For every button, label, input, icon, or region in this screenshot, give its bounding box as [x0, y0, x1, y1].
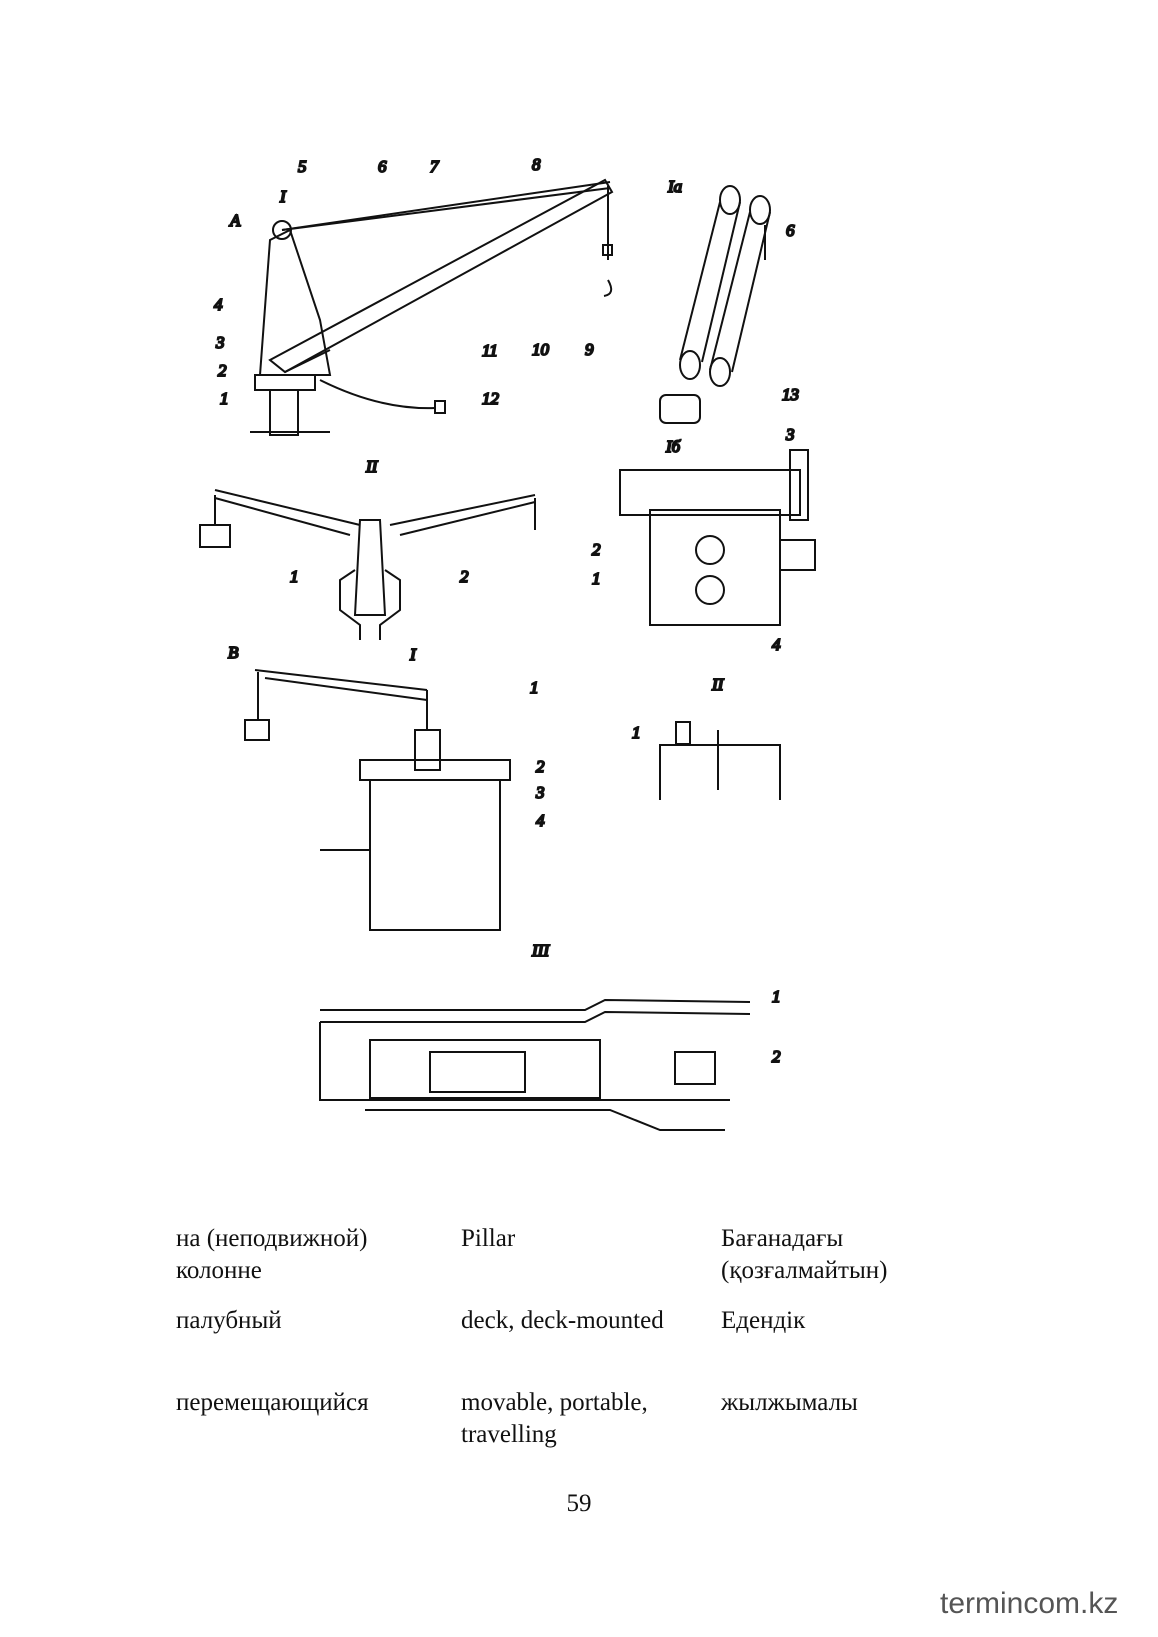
label-roman-I: I [279, 187, 287, 206]
label-9: 9 [585, 340, 594, 359]
label-A: A [229, 211, 241, 230]
label-B-1: 1 [530, 678, 539, 697]
label-10: 10 [532, 340, 550, 359]
crane-drawing: A I 4 3 2 1 5 6 7 8 9 10 11 12 [199, 154, 816, 1131]
watermark-text: termincom.kz [940, 1587, 1119, 1620]
label-5: 5 [298, 157, 307, 176]
label-Ib-1: 1 [592, 569, 601, 588]
label-B: B [228, 643, 239, 662]
page-number: 59 [566, 1490, 592, 1517]
term-en: deck, deck-mounted [461, 1307, 664, 1334]
label-Ia-6: 6 [786, 221, 795, 240]
label-4: 4 [214, 295, 223, 314]
label-B-4: 4 [536, 811, 545, 830]
label-roman-I-deck: I [409, 645, 417, 664]
double-crane-figure: II 1 2 [199, 456, 536, 640]
crane-diagram: A I 4 3 2 1 5 6 7 8 9 10 11 12 [190, 150, 970, 1190]
label-III-1: 1 [772, 987, 781, 1006]
label-6: 6 [378, 157, 387, 176]
label-II-2: 2 [460, 567, 469, 586]
term-en: Pillar [461, 1225, 516, 1252]
label-11: 11 [482, 341, 498, 360]
label-12: 12 [482, 389, 500, 408]
term-en: movable, portable, travelling [461, 1389, 648, 1448]
label-roman-II: II [365, 457, 379, 476]
term-table: на (неподвижной) колонне Pillar Бағанада… [176, 1223, 996, 1469]
label-II-1: 1 [290, 567, 299, 586]
label-8: 8 [532, 155, 541, 174]
bearing-section-figure: Iб 3 2 1 4 [591, 424, 816, 655]
term-kz: Бағанадағы (қозғалмайтын) [721, 1225, 888, 1284]
label-Ia: Ia [667, 177, 682, 196]
deck-crane-figure: B I 1 2 3 4 [227, 642, 546, 931]
label-2: 2 [218, 361, 227, 380]
label-Ib-2: 2 [592, 540, 601, 559]
term-row: палубный deck, deck-mounted Едендік [176, 1305, 996, 1387]
label-Ib: Iб [665, 437, 681, 456]
label-B-2: 2 [536, 757, 545, 776]
label-Ib-3: 3 [785, 425, 795, 444]
term-kz: Едендік [721, 1307, 806, 1334]
label-roman-II-gantry: II [711, 675, 725, 694]
term-ru: на (неподвижной) колонне [176, 1225, 368, 1284]
gantry-figure: II 1 [631, 674, 781, 800]
label-1: 1 [220, 389, 229, 408]
label-gantry-1: 1 [632, 723, 641, 742]
label-B-3: 3 [535, 783, 545, 802]
site-watermark: termincom.kz [940, 1585, 1118, 1623]
pillar-crane-figure: A I 4 3 2 1 5 6 7 8 9 10 11 12 [213, 154, 614, 436]
term-row: на (неподвижной) колонне Pillar Бағанада… [176, 1223, 996, 1305]
label-Ib-4: 4 [772, 635, 781, 654]
term-kz: жылжымалы [721, 1389, 858, 1416]
travelling-bridge-figure: III 1 2 [319, 940, 782, 1131]
label-13: 13 [782, 385, 799, 404]
label-7: 7 [430, 157, 440, 176]
term-ru: перемещающийся [176, 1389, 369, 1416]
label-III-2: 2 [772, 1047, 781, 1066]
label-roman-III: III [531, 941, 550, 960]
term-row: перемещающийся movable, portable, travel… [176, 1387, 996, 1469]
term-ru: палубный [176, 1307, 282, 1334]
pulley-figure: Ia 6 13 [659, 176, 800, 424]
label-3: 3 [215, 333, 225, 352]
